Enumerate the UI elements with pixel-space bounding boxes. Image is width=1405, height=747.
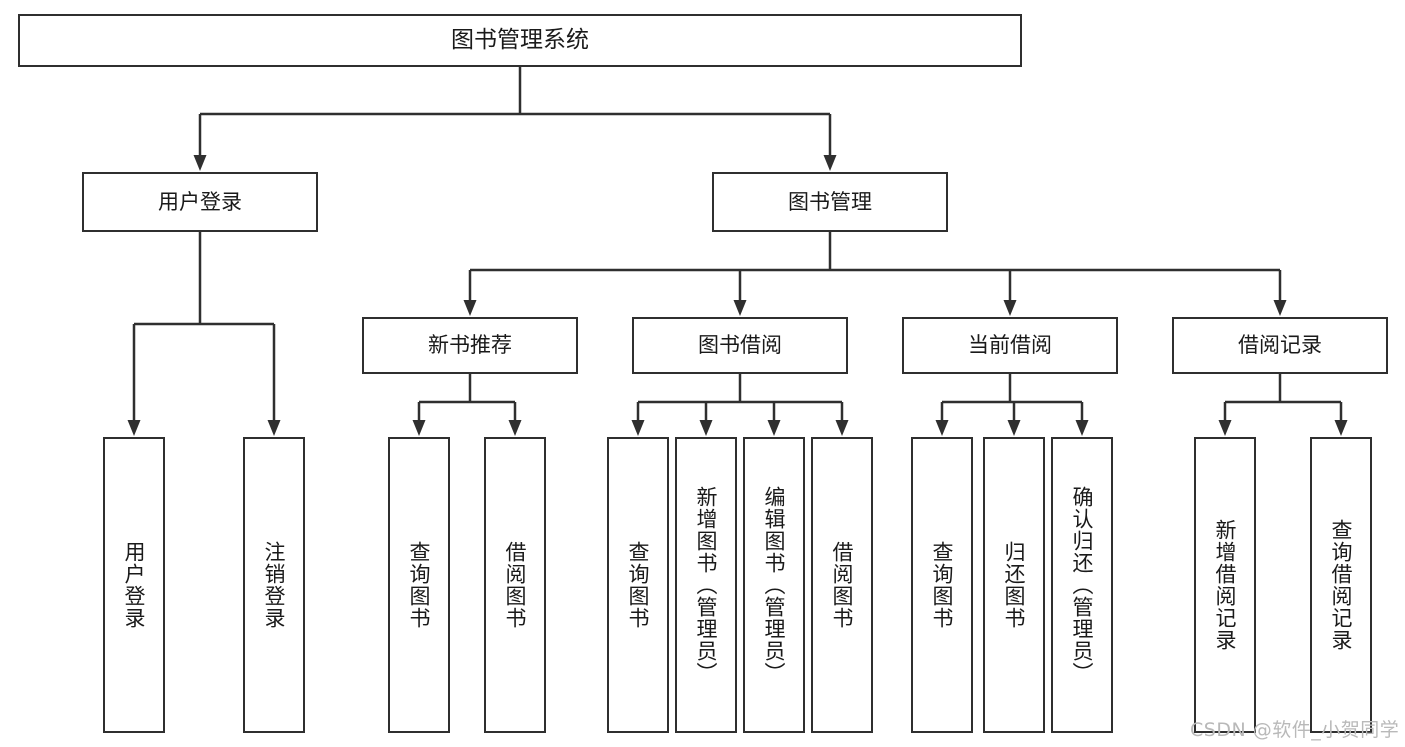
node-label: 归还图书 [1002,541,1027,629]
node-borrow[interactable]: 图书借阅 [632,317,848,374]
node-leaf-login-2[interactable]: 注销登录 [243,437,305,733]
node-leaf-cur-2[interactable]: 归还图书 [983,437,1045,733]
edge-group-records [1218,374,1348,436]
node-newbook[interactable]: 新书推荐 [362,317,578,374]
node-label: 确认归还（管理员） [1070,486,1095,684]
node-label: 查询图书 [407,541,432,629]
arrowhead-icon [193,155,207,171]
arrowhead-icon [1334,420,1348,436]
node-current[interactable]: 当前借阅 [902,317,1118,374]
edge-group-current [935,374,1089,436]
node-leaf-rec-2[interactable]: 查询借阅记录 [1310,437,1372,733]
node-label: 借阅图书 [830,541,855,629]
node-leaf-borrow-3[interactable]: 编辑图书（管理员） [743,437,805,733]
edge-group-borrow [631,374,849,436]
arrowhead-icon [412,420,426,436]
node-label: 当前借阅 [968,333,1052,358]
arrowhead-icon [267,420,281,436]
node-label: 图书管理系统 [451,26,589,53]
node-label: 新书推荐 [428,333,512,358]
edge-group-newbook [412,374,522,436]
node-label: 图书管理 [788,189,872,214]
edge-group-bookmgmt [463,232,1287,316]
node-leaf-cur-1[interactable]: 查询图书 [911,437,973,733]
node-leaf-login-1[interactable]: 用户登录 [103,437,165,733]
node-login[interactable]: 用户登录 [82,172,318,232]
node-label: 查询图书 [626,541,651,629]
node-label: 借阅图书 [503,541,528,629]
arrowhead-icon [463,300,477,316]
node-leaf-rec-1[interactable]: 新增借阅记录 [1194,437,1256,733]
arrowhead-icon [1075,420,1089,436]
node-label: 用户登录 [122,541,147,629]
node-label: 图书借阅 [698,333,782,358]
node-label: 注销登录 [262,541,287,629]
edge-group-root [193,67,837,171]
node-records[interactable]: 借阅记录 [1172,317,1388,374]
node-leaf-new-2[interactable]: 借阅图书 [484,437,546,733]
node-leaf-new-1[interactable]: 查询图书 [388,437,450,733]
arrowhead-icon [699,420,713,436]
node-root[interactable]: 图书管理系统 [18,14,1022,67]
arrowhead-icon [1007,420,1021,436]
node-label: 用户登录 [158,189,242,214]
arrowhead-icon [1273,300,1287,316]
arrowhead-icon [767,420,781,436]
arrowhead-icon [835,420,849,436]
node-leaf-borrow-4[interactable]: 借阅图书 [811,437,873,733]
arrowhead-icon [1003,300,1017,316]
node-label: 借阅记录 [1238,333,1322,358]
arrowhead-icon [823,155,837,171]
node-label: 新增图书（管理员） [694,486,719,684]
arrowhead-icon [127,420,141,436]
node-label: 查询借阅记录 [1329,519,1354,651]
arrowhead-icon [508,420,522,436]
arrowhead-icon [631,420,645,436]
arrowhead-icon [1218,420,1232,436]
node-leaf-borrow-1[interactable]: 查询图书 [607,437,669,733]
node-label: 查询图书 [930,541,955,629]
edge-group-login [127,232,281,436]
node-label: 新增借阅记录 [1213,519,1238,651]
node-bookmgmt[interactable]: 图书管理 [712,172,948,232]
arrowhead-icon [935,420,949,436]
node-leaf-cur-3[interactable]: 确认归还（管理员） [1051,437,1113,733]
node-leaf-borrow-2[interactable]: 新增图书（管理员） [675,437,737,733]
arrowhead-icon [733,300,747,316]
node-label: 编辑图书（管理员） [762,486,787,684]
